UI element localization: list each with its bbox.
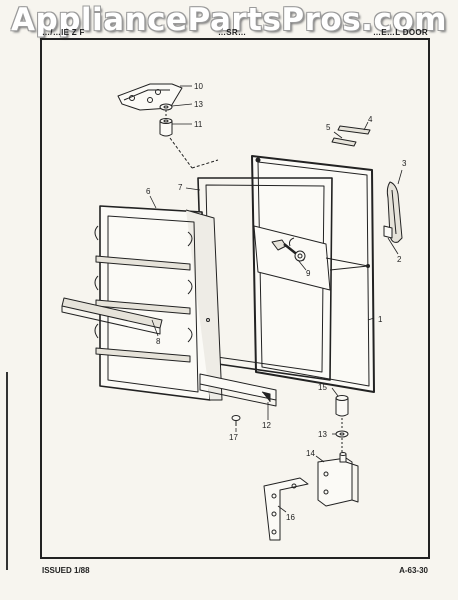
- part-2-handle-cap: [383, 225, 393, 239]
- part-13-top-washer: [159, 103, 173, 111]
- footer-diagram-code: A-63-30: [399, 566, 428, 575]
- callout-9: 9: [306, 269, 311, 278]
- part-13-bottom-washer: [335, 430, 349, 438]
- callout-11: 11: [194, 120, 203, 129]
- diagram-frame: [40, 38, 430, 559]
- callout-16: 16: [286, 513, 295, 522]
- part-9-latch-inset: [253, 225, 370, 291]
- part-6-inner-door-liner: [94, 205, 223, 401]
- header-right-text: …E…L DOOR: [372, 28, 428, 37]
- callout-14: 14: [306, 449, 315, 458]
- part-14-bottom-hinge: [317, 452, 359, 507]
- header-left-text: …/…IE Z F: [42, 28, 85, 37]
- callout-8: 8: [156, 337, 161, 346]
- part-5-trim-piece: [331, 137, 357, 147]
- part-12-bottom-trim: [199, 373, 277, 407]
- callout-5: 5: [326, 123, 331, 132]
- callout-13-bottom: 13: [318, 430, 327, 439]
- footer-issued-date: ISSUED 1/88: [42, 566, 90, 575]
- callout-6: 6: [146, 187, 151, 196]
- part-4-trim-piece: [337, 125, 371, 135]
- part-8-shelf-bar: [61, 297, 163, 335]
- callout-7: 7: [178, 183, 183, 192]
- part-11-bushing: [159, 118, 173, 137]
- callout-13-top: 13: [194, 100, 203, 109]
- callout-12: 12: [262, 421, 271, 430]
- callout-2: 2: [397, 255, 402, 264]
- callout-1: 1: [378, 315, 383, 324]
- part-16-hinge-shim: [263, 477, 309, 541]
- callout-15: 15: [318, 383, 327, 392]
- callout-4: 4: [368, 115, 373, 124]
- header-center-text: …SR…: [218, 28, 247, 37]
- callout-3: 3: [402, 159, 407, 168]
- part-17-screw: [231, 415, 241, 426]
- margin-rule: [6, 372, 8, 570]
- part-15-hinge-pin: [335, 395, 349, 417]
- watermark-logo: AppliancePartsPros.com: [11, 2, 447, 38]
- callout-17: 17: [229, 433, 238, 442]
- callout-10: 10: [194, 82, 203, 91]
